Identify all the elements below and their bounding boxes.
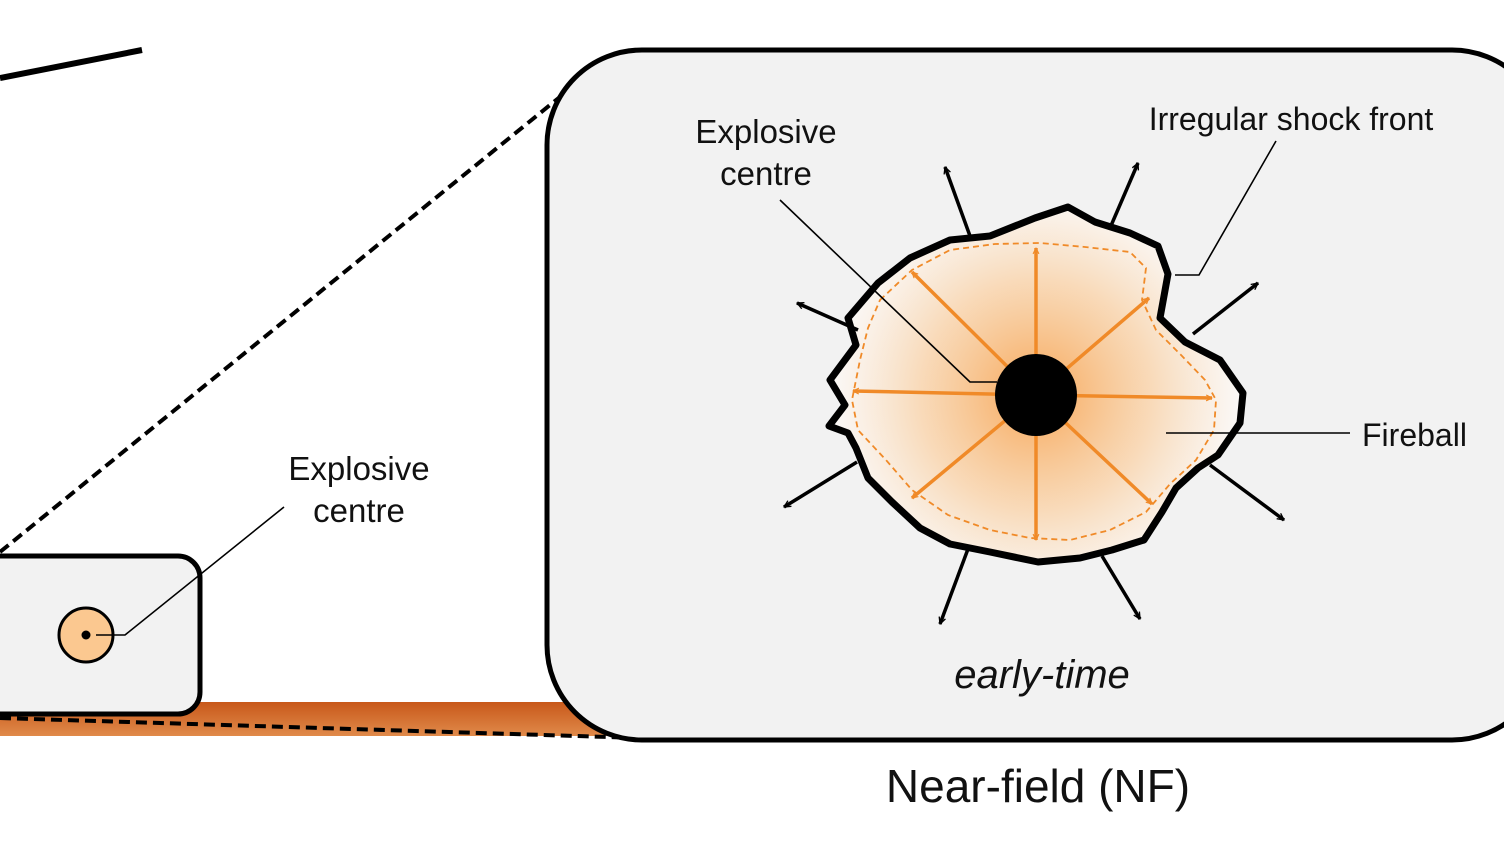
propagation-arrow-5 <box>1100 555 1142 619</box>
irregular-shock-front <box>825 203 1247 566</box>
nf-explosive-centre-leader <box>779 199 997 383</box>
propagation-arrow-6 <box>938 548 970 624</box>
nf-explosive-centre-label-line2: centre <box>720 155 812 192</box>
propagation-arrows <box>784 163 1284 624</box>
zoom-line-bottom <box>0 716 641 740</box>
small-explosive-centre-label-line2: centre <box>313 492 405 529</box>
small-explosive-centre-leader <box>96 506 285 636</box>
propagation-arrow-8 <box>797 301 859 332</box>
early-time-label: early-time <box>954 653 1130 697</box>
nf-explosive-centre-label-line1: Explosive <box>695 113 836 150</box>
small-explosive-centre-label-line1: Explosive <box>288 450 429 487</box>
structure-line <box>0 47 143 81</box>
small-charge-dot <box>81 630 91 640</box>
propagation-arrow-1 <box>943 167 972 237</box>
fireball-boundary <box>851 242 1217 541</box>
explosive-charge <box>995 354 1077 436</box>
shock-front-label: Irregular shock front <box>1149 101 1434 137</box>
shock-front-leader <box>1175 140 1277 276</box>
zoom-line-top <box>0 90 568 554</box>
propagation-arrow-4 <box>1208 463 1284 522</box>
propagation-arrow-3 <box>1191 281 1258 336</box>
propagation-arrow-7 <box>784 460 858 509</box>
fireball-label: Fireball <box>1362 417 1467 453</box>
near-field-title: Near-field (NF) <box>886 760 1190 812</box>
propagation-arrow-2 <box>1108 163 1140 229</box>
